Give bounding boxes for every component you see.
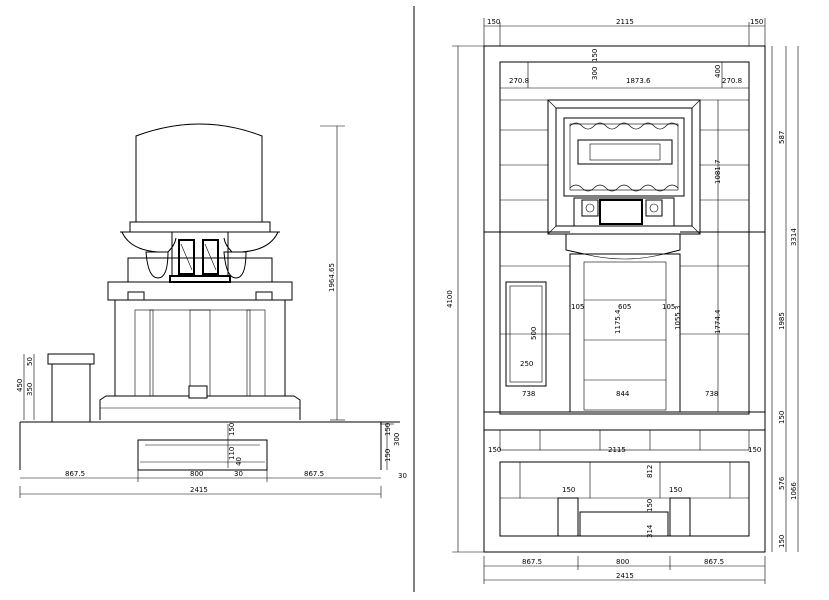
dim-plan-bottom-mid: 800 bbox=[616, 558, 629, 566]
dim-plan-r1985: 1985 bbox=[778, 312, 786, 330]
dim-front-r30: 30 bbox=[398, 472, 407, 480]
dim-plan-top-mid: 2115 bbox=[616, 18, 634, 26]
plan-dimensions: 150 2115 150 4100 270.8 1873.6 270.8 300… bbox=[446, 18, 799, 584]
dim-plan-400: 400 bbox=[714, 65, 722, 78]
dim-plan-150e: 150 bbox=[646, 499, 654, 512]
dim-front-150: 150 bbox=[228, 423, 236, 436]
dim-plan-r587: 587 bbox=[778, 131, 786, 144]
dim-plan-605: 605 bbox=[618, 303, 631, 311]
dim-plan-300: 300 bbox=[591, 67, 599, 80]
dim-front-40: 40 bbox=[235, 457, 243, 466]
dim-plan-270b: 270.8 bbox=[722, 77, 742, 85]
dim-plan-bottom-right: 867.5 bbox=[704, 558, 724, 566]
dim-front-width: 2415 bbox=[190, 486, 208, 494]
dim-plan-250: 250 bbox=[520, 360, 533, 368]
dim-plan-r576: 576 bbox=[778, 476, 786, 490]
dim-plan-r3314: 3314 bbox=[790, 228, 798, 246]
dim-plan-270a: 270.8 bbox=[509, 77, 529, 85]
dim-plan-812: 812 bbox=[646, 465, 654, 478]
dim-plan-r1066: 1066 bbox=[790, 482, 798, 500]
dim-front-r150b: 150 bbox=[384, 449, 392, 462]
dim-front-l450: 450 bbox=[16, 379, 24, 392]
dim-plan-738a: 738 bbox=[522, 390, 535, 398]
dim-front-r150: 150 bbox=[384, 423, 392, 436]
dim-front-30: 30 bbox=[234, 470, 243, 478]
dim-plan-top-right: 150 bbox=[750, 18, 763, 26]
dim-front-mid: 800 bbox=[190, 470, 203, 478]
dim-plan-150a: 150 bbox=[488, 446, 501, 454]
dim-plan-height: 4100 bbox=[446, 290, 454, 308]
dim-plan-314: 314 bbox=[646, 524, 654, 538]
dim-plan-844: 844 bbox=[616, 390, 630, 398]
dim-front-right: 867.5 bbox=[304, 470, 324, 478]
dim-plan-top-left: 150 bbox=[487, 18, 500, 26]
dim-plan-r150b: 150 bbox=[778, 535, 786, 548]
dim-plan-105b: 105 bbox=[662, 303, 675, 311]
dim-plan-150d: 150 bbox=[669, 486, 682, 494]
dim-plan-bottom-left: 867.5 bbox=[522, 558, 542, 566]
front-elevation bbox=[19, 123, 400, 471]
dim-plan-1055: 1055.3 bbox=[674, 306, 682, 331]
dim-plan-738b: 738 bbox=[705, 390, 718, 398]
dim-front-r300: 300 bbox=[393, 433, 401, 446]
dim-plan-1774: 1774.4 bbox=[714, 309, 722, 334]
dim-plan-r150: 150 bbox=[778, 411, 786, 424]
dim-plan-2115: 2115 bbox=[608, 446, 626, 454]
dim-plan-150: 150 bbox=[591, 49, 599, 62]
dim-front-height: 1964.65 bbox=[328, 263, 336, 292]
dim-plan-1175: 1175.4 bbox=[614, 309, 622, 334]
dim-front-l50: 50 bbox=[26, 357, 34, 366]
front-dimensions: 1964.65 867.5 800 867.5 30 2415 150 110 … bbox=[16, 125, 407, 498]
plan-view bbox=[483, 45, 766, 553]
dim-plan-500: 500 bbox=[530, 327, 538, 340]
dim-plan-1873: 1873.6 bbox=[626, 77, 651, 85]
dim-plan-105a: 105 bbox=[571, 303, 584, 311]
dim-plan-width: 2415 bbox=[616, 572, 634, 580]
dim-plan-150c: 150 bbox=[562, 486, 575, 494]
dim-plan-150b: 150 bbox=[748, 446, 761, 454]
dim-front-left: 867.5 bbox=[65, 470, 85, 478]
dim-front-110: 110 bbox=[228, 447, 236, 460]
dim-front-l350: 350 bbox=[26, 383, 34, 396]
